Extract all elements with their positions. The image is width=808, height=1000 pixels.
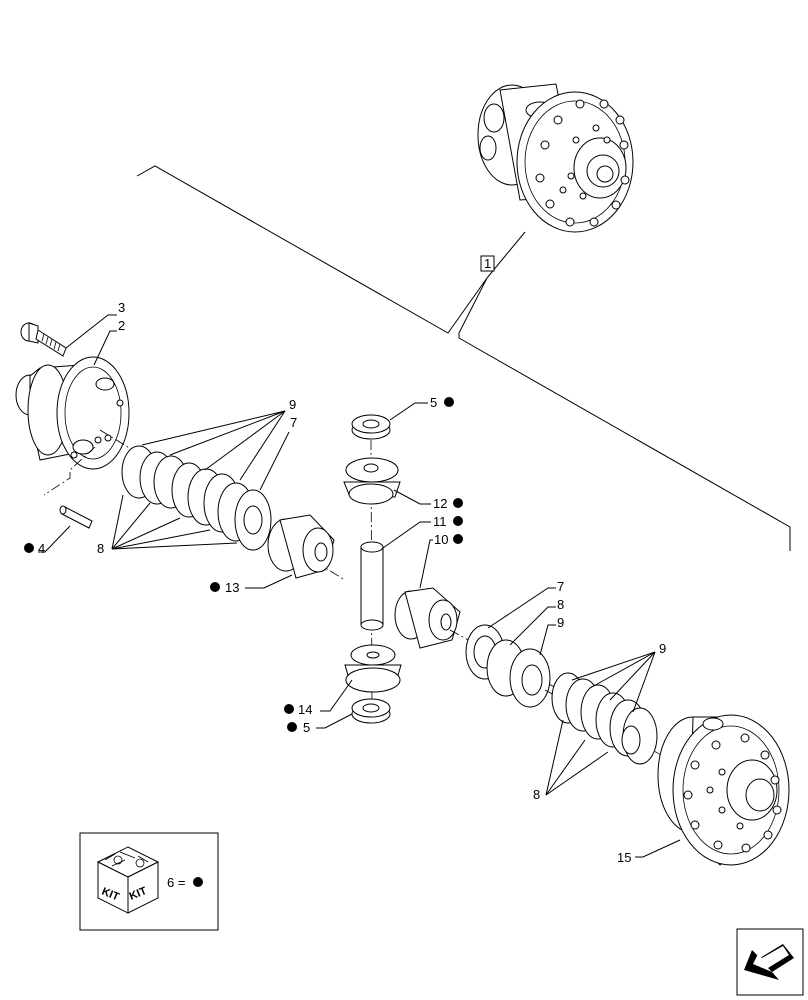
kit-bullet bbox=[453, 498, 463, 508]
pinion-gear-upper bbox=[343, 457, 401, 505]
kit-bullet bbox=[444, 397, 454, 407]
callout-4: 4 bbox=[38, 541, 45, 556]
side-gear-right bbox=[394, 587, 461, 649]
differential-assembly bbox=[477, 83, 634, 233]
callout-5-lower: 5 bbox=[303, 720, 310, 735]
kit-bullet bbox=[210, 582, 220, 592]
kit-bullet bbox=[287, 722, 297, 732]
kit-bullet bbox=[453, 516, 463, 526]
right-clutch-discs-middle bbox=[449, 624, 561, 708]
kit-bullet bbox=[284, 704, 294, 714]
pinion-gear-lower bbox=[344, 644, 402, 693]
thrust-washer-upper bbox=[351, 414, 391, 440]
callout-14: 14 bbox=[298, 702, 312, 717]
callout-11: 11 bbox=[433, 514, 447, 529]
callout-12: 12 bbox=[433, 496, 447, 511]
right-clutch-disc-stack bbox=[544, 672, 671, 765]
callout-2: 2 bbox=[118, 318, 125, 333]
callout-10: 10 bbox=[434, 532, 448, 547]
kit-box-icon: KIT KIT bbox=[96, 846, 160, 914]
cross-shaft bbox=[360, 541, 384, 631]
leader-lines-right-discs bbox=[545, 651, 656, 796]
kit-legend-text: 6 = bbox=[167, 875, 185, 890]
alignment-pin bbox=[43, 446, 96, 529]
callout-8-left: 8 bbox=[97, 541, 104, 556]
callout-7-right: 7 bbox=[557, 579, 564, 594]
callout-5-upper: 5 bbox=[430, 395, 437, 410]
leader-lines-left-discs bbox=[111, 410, 290, 550]
kit-bullet bbox=[453, 534, 463, 544]
callout-15: 15 bbox=[617, 850, 631, 865]
thrust-washer-lower bbox=[351, 698, 391, 724]
callout-9-middle: 9 bbox=[557, 615, 564, 630]
callout-1: 1 bbox=[484, 256, 491, 271]
callout-9-left: 9 bbox=[289, 397, 296, 412]
kit-legend-bullet bbox=[193, 877, 203, 887]
callout-7-left: 7 bbox=[290, 415, 297, 430]
kit-legend: KIT KIT 6 = bbox=[79, 832, 219, 931]
differential-housing-right bbox=[657, 714, 790, 866]
kit-bullet bbox=[24, 543, 34, 553]
callout-box-1 bbox=[480, 255, 495, 272]
callout-13: 13 bbox=[225, 580, 239, 595]
callout-9-right: 9 bbox=[659, 641, 666, 656]
callout-8-right: 8 bbox=[533, 787, 540, 802]
callout-3: 3 bbox=[118, 300, 125, 315]
callout-8-middle: 8 bbox=[557, 597, 564, 612]
differential-housing-half bbox=[15, 356, 130, 470]
side-gear-left bbox=[267, 514, 335, 579]
previous-page-arrow-icon[interactable] bbox=[736, 928, 804, 996]
bolt bbox=[20, 322, 67, 357]
left-clutch-disc-stack bbox=[99, 429, 346, 581]
